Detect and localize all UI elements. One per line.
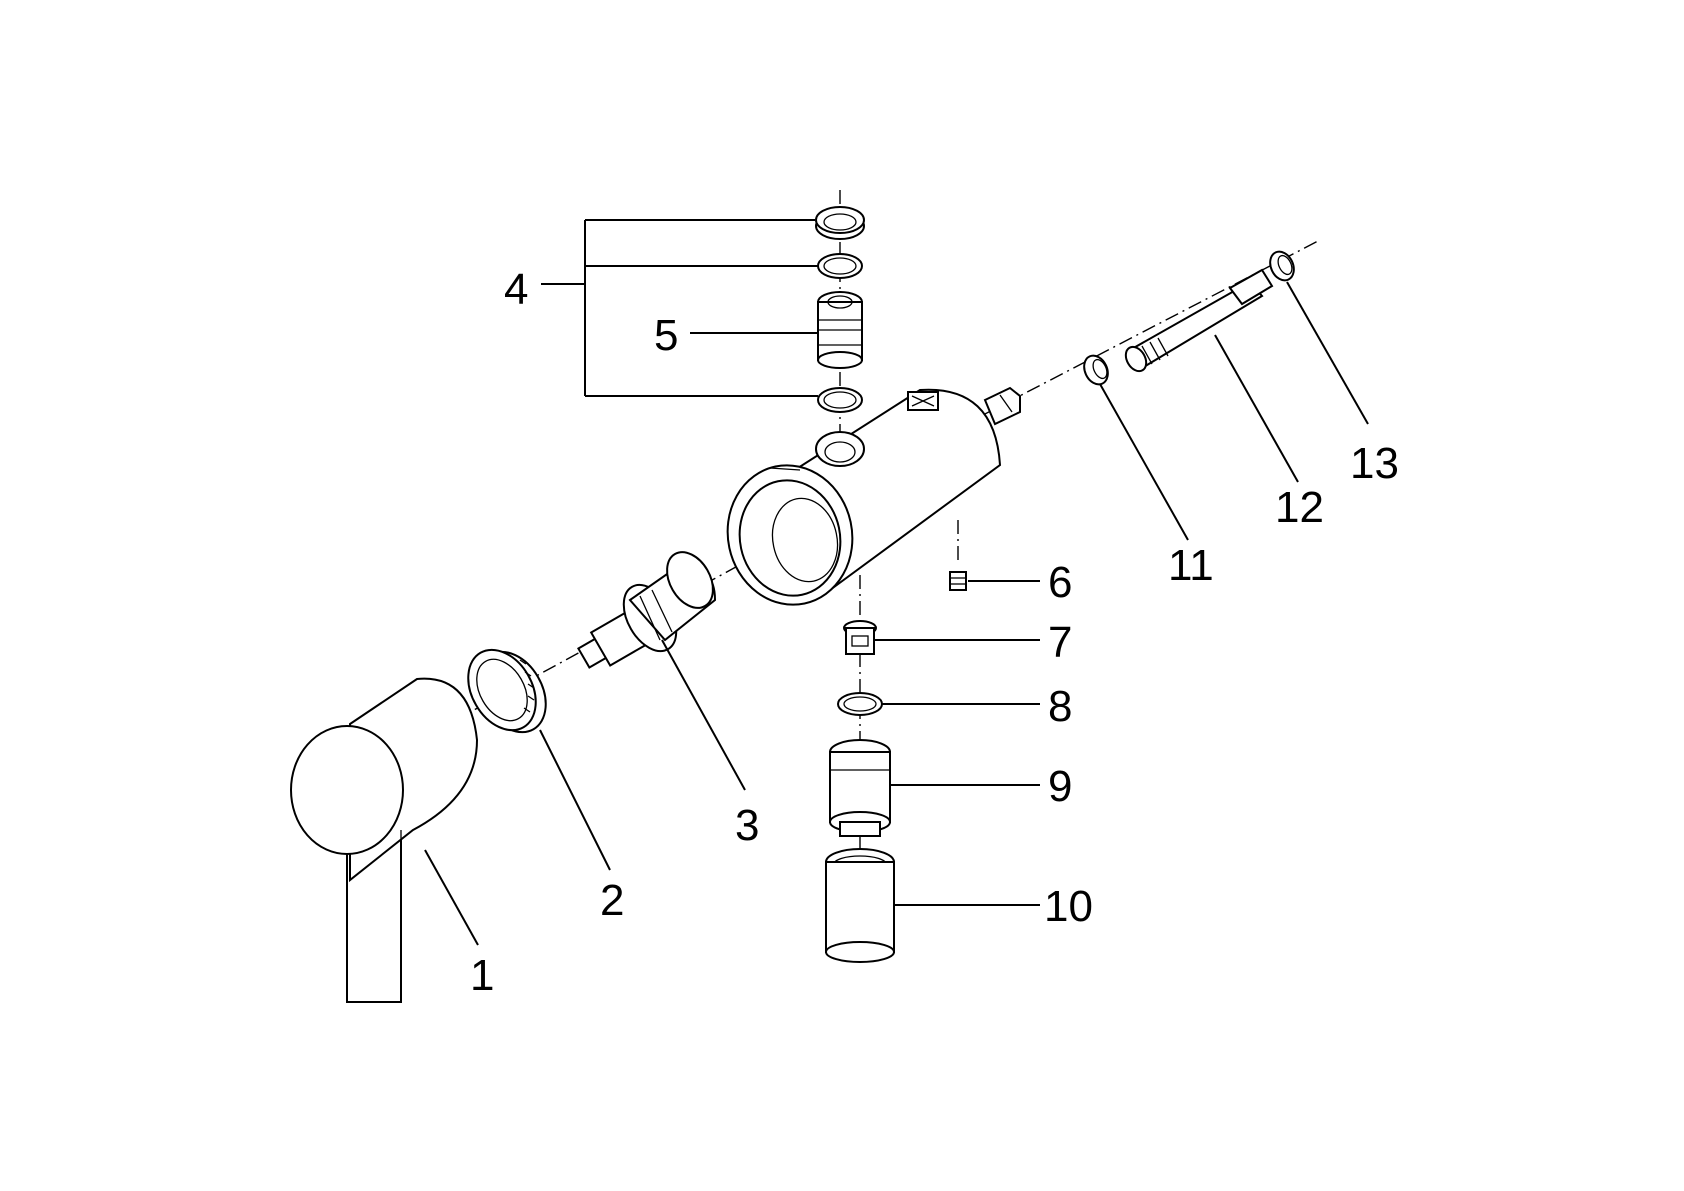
part-8-oring (837, 692, 883, 716)
callout-8: 8 (1048, 682, 1072, 731)
callout-labels: 1 2 3 4 5 6 7 8 9 10 11 12 13 (470, 265, 1399, 1000)
callout-10: 10 (1044, 882, 1093, 931)
part-6-grub-screw (949, 571, 967, 591)
part-1-lever-handle (290, 677, 479, 1003)
callout-5: 5 (654, 311, 678, 360)
callout-12: 12 (1275, 483, 1324, 532)
part-3-cartridge (577, 551, 717, 669)
callout-9: 9 (1048, 762, 1072, 811)
callout-7: 7 (1048, 618, 1072, 667)
part-2-cover-nut (467, 648, 547, 734)
part-4-oring-lower (817, 387, 863, 413)
part-7-check-insert (843, 620, 877, 655)
callout-6: 6 (1048, 558, 1072, 607)
callout-13: 13 (1350, 439, 1399, 488)
callout-2: 2 (600, 876, 624, 925)
part-4-ring-top (815, 206, 865, 240)
part-5-check-valve (817, 291, 863, 369)
part-12-extension (1124, 268, 1274, 373)
callout-1: 1 (470, 951, 494, 1000)
part-11-seal-ring (1083, 354, 1109, 386)
part-4-oring-upper (817, 253, 863, 279)
leader-lines (424, 219, 1369, 946)
part-main-valve-body (726, 386, 1021, 606)
callout-11: 11 (1168, 541, 1214, 590)
part-10-sleeve (825, 848, 895, 963)
part-13-seal-ring (1269, 250, 1295, 282)
callout-4: 4 (504, 265, 528, 314)
part-9-adapter (829, 739, 891, 837)
callout-3: 3 (735, 801, 759, 850)
